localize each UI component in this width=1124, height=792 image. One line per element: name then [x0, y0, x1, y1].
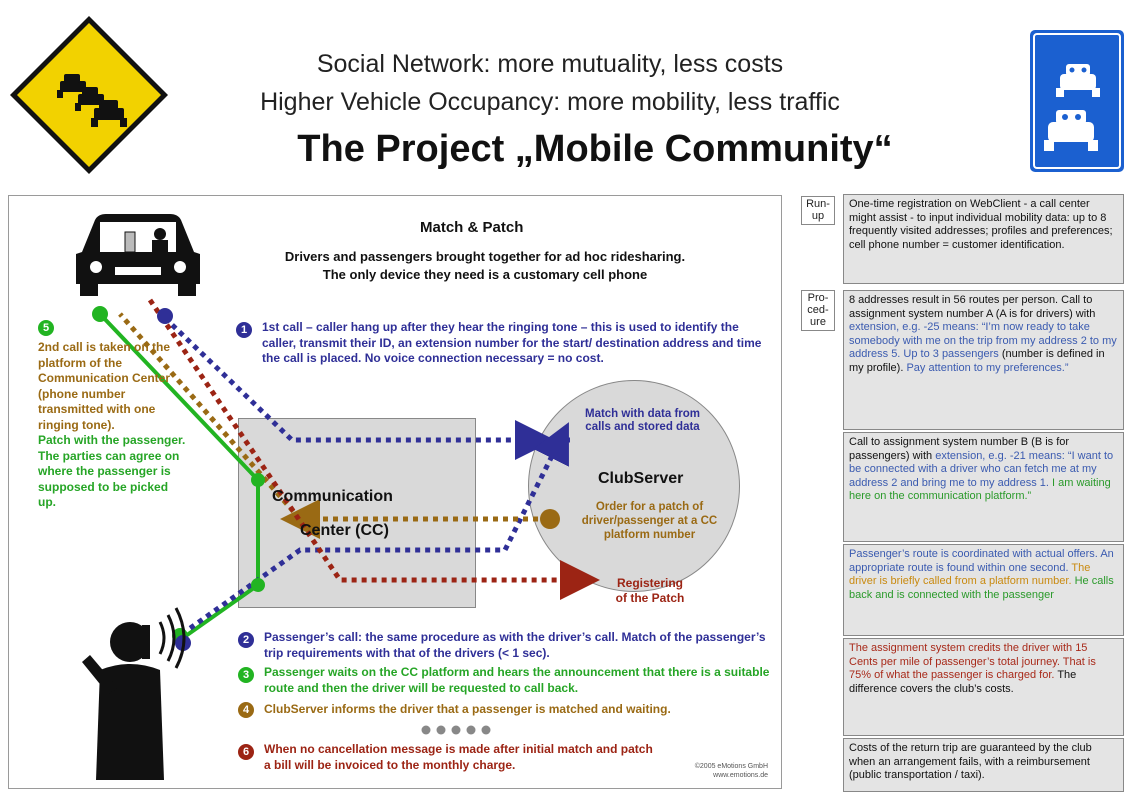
brown-clubserver-node: [540, 509, 560, 529]
traffic-jam-warning-sign-icon: [10, 16, 168, 174]
procedure-label: Pro-ced-ure: [801, 290, 835, 331]
step-6-marker: 6: [238, 744, 254, 760]
procedure-box-matching: Passenger’s route is coordinated with ac…: [843, 544, 1124, 636]
procedure-box-driver-call: 8 addresses result in 56 routes per pers…: [843, 290, 1124, 430]
step-2-marker: 2: [238, 632, 254, 648]
dots-separator: [421, 725, 491, 735]
diagram-intro-line-2: The only device they need is a customary…: [322, 267, 648, 282]
cc-label-line-2: Center (CC): [300, 522, 389, 539]
step-5-text: 2nd call is taken on the platform of the…: [38, 340, 171, 432]
order-text: Order for a patch of driver/passenger at…: [581, 501, 718, 541]
clubserver-circle: [528, 380, 740, 592]
box3-part-a: Call to assignment system number B (B is…: [849, 436, 1070, 462]
registering-label-1: Registering: [616, 576, 683, 590]
cc-label-line-1: Communication: [272, 488, 393, 505]
green-patch-line: [98, 312, 260, 642]
procedure-box-passenger-call: Call to assignment system number B (B is…: [843, 432, 1124, 542]
diagram-intro-line-1: Drivers and passengers brought together …: [284, 249, 686, 264]
match-label-bold: Match: [584, 408, 619, 420]
box4-part-a: Passenger’s route is coordinated with ac…: [849, 548, 1114, 574]
box2-part-d: Pay attention to my preferences.”: [906, 361, 1069, 374]
box5-part-b: The difference covers the club’s costs.: [849, 669, 1077, 695]
match-label-rest: with data from calls and stored data: [585, 408, 700, 433]
phone-caller-icon: [82, 607, 186, 780]
step-5-marker: 5: [38, 320, 54, 336]
page-title: The Project „Mobile Community“: [297, 128, 893, 170]
carpool-lane-sign-icon: [1030, 30, 1124, 172]
procedure-box-return-trip: Costs of the return trip are guaranteed …: [843, 738, 1124, 792]
blue-endpoint-driver: [157, 308, 173, 324]
copyright-line-1: ©2005 eMotions GmbH: [694, 763, 768, 770]
box3-part-c: I am waiting here on the communication p…: [849, 476, 1111, 503]
red-register-line: [147, 298, 600, 600]
green-node-cc-bottom: [251, 578, 265, 592]
box4-part-b: The driver is briefly called from a plat…: [849, 561, 1091, 588]
box2-part-c: (number is defined in my profile).: [849, 348, 1105, 374]
green-node-cc-top: [251, 473, 265, 487]
step-3-text: Passenger waits on the CC platform and h…: [264, 665, 770, 695]
step-5-patch-text: Patch with the passenger. The parties ca…: [38, 433, 186, 509]
box2-part-b: extension, e.g. -25 means: “I’m now read…: [849, 321, 1117, 360]
step-4-marker: 4: [238, 702, 254, 718]
subtitle-mutuality: Social Network: more mutuality, less cos…: [316, 50, 784, 78]
step-1-text: 1st call – caller hang up after they hea…: [262, 320, 762, 365]
box3-part-b: extension, e.g. -21 means: “I want to be…: [849, 449, 1114, 489]
communication-center-box: [238, 418, 476, 608]
procedure-box-credit: The assignment system credits the driver…: [843, 638, 1124, 736]
step-6-text: When no cancellation message is made aft…: [264, 742, 653, 772]
step-1-marker: 1: [236, 322, 252, 338]
runup-label: Run-up: [801, 196, 835, 225]
step-3-marker: 3: [238, 667, 254, 683]
runup-box: One-time registration on WebClient - a c…: [843, 194, 1124, 284]
green-endpoint-driver: [92, 306, 108, 322]
step-4-text: ClubServer informs the driver that a pas…: [264, 702, 671, 716]
copyright-line-2: www.emotions.de: [713, 772, 768, 779]
box5-part-a: The assignment system credits the driver…: [849, 642, 1096, 681]
diagram-heading: Match & Patch: [420, 219, 524, 236]
subtitle-occupancy: Higher Vehicle Occupancy: more mobility,…: [260, 88, 840, 116]
blue-passenger-call-line: [180, 422, 569, 637]
registering-label-2: of the Patch: [615, 591, 685, 605]
box4-part-c: He calls back and is connected with the …: [849, 575, 1114, 601]
car-driver-icon: [76, 214, 200, 296]
clubserver-label: ClubServer: [598, 470, 684, 487]
step-2-text: Passenger’s call: the same procedure as …: [264, 630, 766, 660]
copyright-notice: ©2005 eMotions GmbH www.emotions.de: [670, 762, 768, 780]
box2-part-a: 8 addresses result in 56 routes per pers…: [849, 294, 1096, 320]
